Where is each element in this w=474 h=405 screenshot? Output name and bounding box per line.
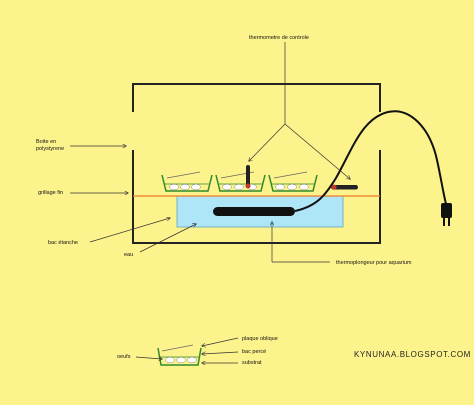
aquarium-heater	[213, 207, 295, 216]
heater-cable	[294, 110, 447, 212]
label-boite-line1: Boite en	[36, 139, 56, 145]
label-thermoplongeur: thermoplongeur pour aquarium	[336, 260, 412, 266]
label-boite-line2: polystyrene	[36, 146, 64, 152]
label-grillage: grillage fin	[38, 190, 63, 196]
heater-arrow	[272, 222, 330, 263]
legend-tray	[157, 344, 202, 366]
egg-tray-right	[268, 171, 318, 192]
egg-tray-left	[161, 171, 213, 192]
thermometer-horizontal-icon	[331, 184, 358, 190]
plug-icon	[441, 203, 452, 226]
egg-tray-middle	[215, 171, 266, 192]
thermometer-pointer-lines	[249, 42, 350, 179]
label-oeufs: oeufs	[117, 354, 131, 360]
left-arrows	[70, 146, 196, 253]
legend-arrows	[135, 337, 239, 363]
thermometer-vertical-icon	[245, 165, 251, 189]
watermark: KYNUNAA.BLOGSPOT.COM	[354, 350, 471, 359]
label-thermometre: thermometre de controle	[249, 35, 309, 41]
label-plaque: plaque oblique	[242, 336, 278, 342]
label-substrat: substrat	[242, 360, 262, 366]
label-bac-perce: bac percé	[242, 349, 266, 355]
label-bac-etanche: bac étanche	[48, 240, 78, 246]
label-eau: eau	[124, 252, 133, 258]
